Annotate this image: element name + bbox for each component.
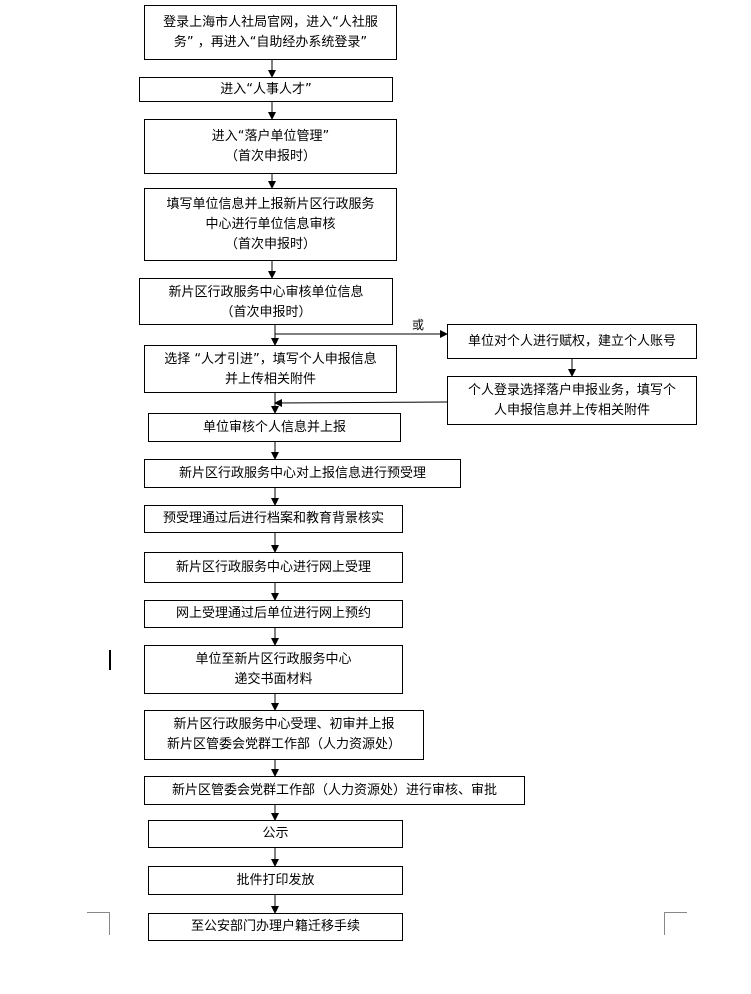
step-10-online-acceptance: 新片区行政服务中心进行网上受理: [144, 552, 403, 583]
step-12-submit-materials: 单位至新片区行政服务中心 递交书面材料: [144, 645, 403, 694]
step-17-household-transfer: 至公安部门办理户籍迁移手续: [148, 913, 403, 941]
branch-step-personal-login: 个人登录选择落户申报业务，填写个 人申报信息并上传相关附件: [447, 376, 697, 425]
step-9-background-check: 预受理通过后进行档案和教育背景核实: [144, 505, 403, 533]
step-6-select-talent-introduction: 选择 “人才引进”，填写个人申报信息 并上传相关附件: [144, 345, 397, 393]
step-8-pre-acceptance: 新片区行政服务中心对上报信息进行预受理: [144, 459, 461, 488]
arrow-branch-back: [274, 398, 448, 407]
text-cursor: [109, 650, 111, 670]
step-14-approval: 新片区管委会党群工作部（人力资源处）进行审核、审批: [144, 776, 525, 805]
step-3-unit-management: 进入“落户单位管理” （首次申报时）: [144, 119, 397, 174]
page-corner-mark-left: [87, 912, 110, 935]
step-11-online-appointment: 网上受理通过后单位进行网上预约: [144, 600, 403, 628]
step-13-initial-review: 新片区行政服务中心受理、初审并上报 新片区管委会党群工作部（人力资源处）: [144, 710, 424, 760]
or-label: 或: [412, 318, 425, 332]
branch-step-authorize-account: 单位对个人进行赋权，建立个人账号: [447, 324, 697, 359]
step-1-login: 登录上海市人社局官网，进入“人社服 务” ，再进入“自助经办系统登录”: [144, 5, 397, 60]
step-7-unit-review-personal: 单位审核个人信息并上报: [148, 413, 401, 442]
step-16-print-issue: 批件打印发放: [148, 866, 403, 895]
step-15-publicity: 公示: [148, 820, 403, 848]
step-5-review-unit-info: 新片区行政服务中心审核单位信息 （首次申报时）: [139, 278, 393, 325]
step-4-fill-unit-info: 填写单位信息并上报新片区行政服务 中心进行单位信息审核 （首次申报时）: [144, 188, 397, 261]
step-2-hr-talent: 进入“人事人才”: [139, 77, 393, 102]
page-corner-mark-right: [664, 912, 687, 935]
